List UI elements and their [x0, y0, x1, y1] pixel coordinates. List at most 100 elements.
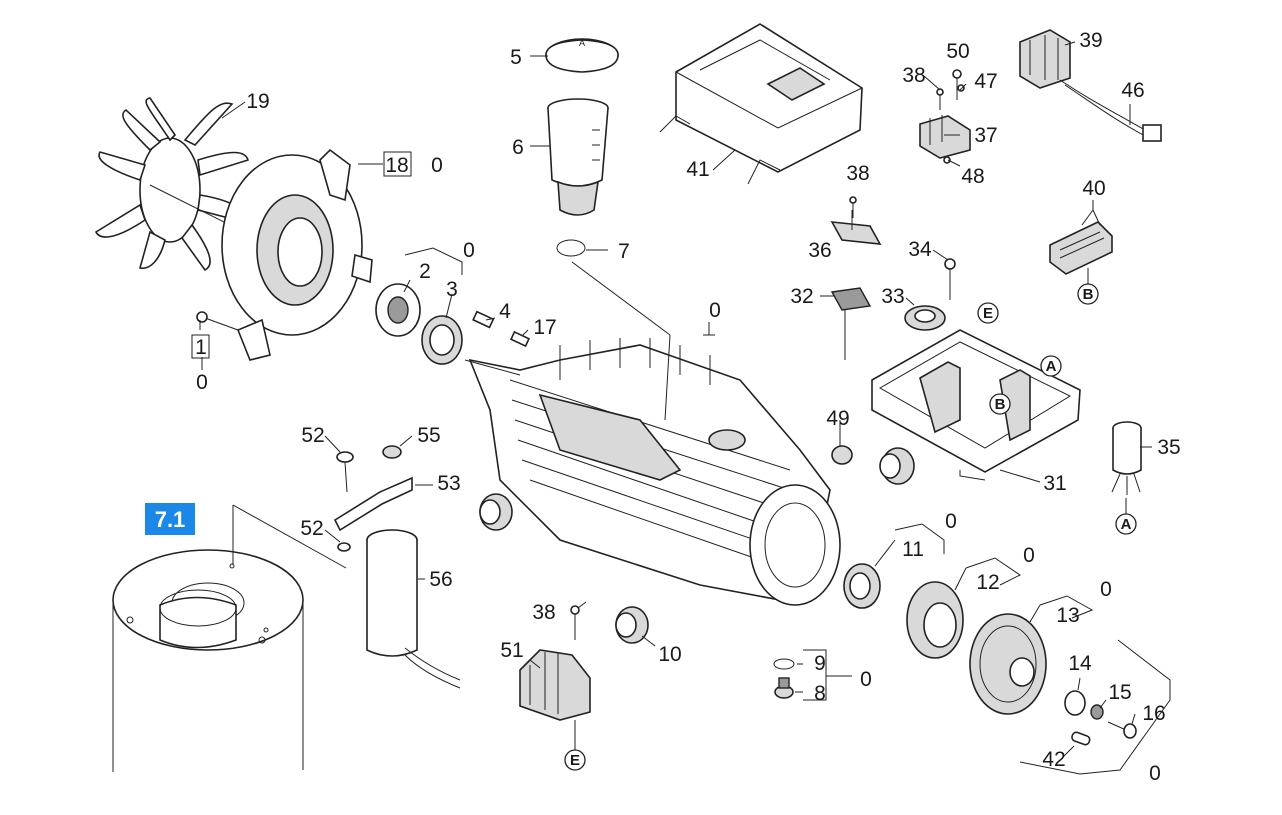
callout-16[interactable]: 16 [1142, 702, 1165, 725]
part-14-washer[interactable] [1064, 690, 1086, 716]
callout-8[interactable]: 8 [814, 682, 826, 705]
part-37-bracket[interactable] [919, 115, 971, 159]
part-39-relay[interactable] [1019, 29, 1071, 89]
callout-35[interactable]: 35 [1157, 436, 1180, 459]
callout-15[interactable]: 15 [1108, 681, 1131, 704]
callout-13[interactable]: 13 [1056, 604, 1079, 627]
part-46-cable[interactable] [1059, 79, 1162, 142]
callout-18-zero[interactable]: 0 [431, 154, 443, 177]
callout-53[interactable]: 53 [437, 472, 460, 495]
part-38-screw-bracket[interactable] [936, 88, 944, 110]
part-55-nut[interactable] [382, 445, 402, 459]
part-52-bolt[interactable] [336, 451, 354, 493]
callout-1-zero[interactable]: 0 [196, 371, 208, 394]
callout-18[interactable]: 18 [385, 154, 408, 177]
part-18-fan-housing[interactable] [221, 148, 373, 361]
part-3-ring[interactable] [421, 315, 463, 365]
callout-52-bolt[interactable]: 52 [301, 424, 324, 447]
part-10-plug-left[interactable] [479, 493, 513, 531]
part-7-o-ring[interactable] [556, 239, 586, 257]
callout-4[interactable]: 4 [499, 300, 511, 323]
part-38-screw-lower[interactable] [570, 605, 580, 640]
part-8-drain-plug[interactable] [774, 677, 794, 699]
callout-7[interactable]: 7 [618, 240, 630, 263]
part-1-screw[interactable] [196, 311, 239, 331]
highlight-badge-7-1[interactable]: 7.1 [145, 503, 195, 535]
callout-31[interactable]: 31 [1043, 472, 1066, 495]
callout-17[interactable]: 17 [533, 316, 556, 339]
part-51-terminal-block[interactable] [519, 649, 591, 721]
callout-42[interactable]: 42 [1042, 748, 1065, 771]
part-40-circuit-board[interactable] [1049, 221, 1113, 275]
part-31-terminal-box[interactable] [871, 329, 1081, 481]
part-48-washer[interactable] [943, 156, 951, 164]
callout-56[interactable]: 56 [429, 568, 452, 591]
part-17-key[interactable] [509, 330, 531, 348]
callout-12-zero[interactable]: 0 [1023, 544, 1035, 567]
part-2-bearing[interactable] [375, 283, 421, 337]
part-10-plug[interactable] [615, 606, 649, 644]
callout-39[interactable]: 39 [1079, 29, 1102, 52]
connector-b-box[interactable]: B [989, 393, 1011, 415]
callout-33[interactable]: 33 [881, 285, 904, 308]
part-5-cap[interactable]: A [545, 38, 619, 73]
part-12-bearing[interactable] [906, 581, 964, 659]
part-42-key[interactable] [1071, 731, 1091, 746]
part-52-washer[interactable] [337, 542, 351, 552]
callout-38-clamp[interactable]: 38 [846, 162, 869, 185]
part-16-screw[interactable] [1107, 721, 1137, 739]
connector-e-box[interactable]: E [977, 302, 999, 324]
callout-14[interactable]: 14 [1068, 652, 1092, 675]
callout-6[interactable]: 6 [512, 136, 524, 159]
callout-0-bearing[interactable]: 0 [463, 239, 475, 262]
part-49-plug[interactable] [831, 445, 853, 465]
part-56-capacitor[interactable] [366, 529, 461, 689]
callout-48[interactable]: 48 [961, 165, 984, 188]
part-35-capacitor[interactable] [1111, 421, 1142, 495]
callout-11[interactable]: 11 [902, 538, 924, 561]
motor-housing[interactable] [464, 338, 841, 606]
part-7-1-tank[interactable] [112, 549, 304, 772]
part-47-washer[interactable] [957, 84, 965, 92]
callout-36[interactable]: 36 [808, 239, 831, 262]
part-41-cover[interactable] [659, 23, 863, 185]
callout-19[interactable]: 19 [246, 90, 269, 113]
part-50-screw[interactable] [952, 69, 962, 100]
part-15-lockwasher[interactable] [1090, 704, 1104, 720]
callout-38-bracket[interactable]: 38 [902, 64, 925, 87]
part-13-pulley[interactable] [969, 613, 1047, 715]
part-9-o-ring[interactable] [773, 658, 795, 670]
callout-3[interactable]: 3 [446, 278, 458, 301]
callout-12[interactable]: 12 [976, 571, 999, 594]
part-34-screw[interactable] [944, 258, 956, 300]
callout-42-zero[interactable]: 0 [1149, 762, 1161, 785]
callout-51[interactable]: 51 [500, 639, 523, 662]
part-plug-right[interactable] [879, 447, 915, 485]
callout-9[interactable]: 9 [814, 652, 826, 675]
callout-11-zero[interactable]: 0 [945, 510, 957, 533]
connector-e-terminal[interactable]: E [564, 749, 586, 771]
part-36-clamp[interactable] [830, 221, 882, 245]
callout-10[interactable]: 10 [658, 643, 681, 666]
callout-38-terminal[interactable]: 38 [532, 601, 555, 624]
part-4-key[interactable] [472, 310, 495, 329]
callout-0-motor[interactable]: 0 [709, 299, 721, 322]
part-19-fan[interactable] [94, 97, 261, 272]
part-38-screw-upper[interactable] [849, 196, 857, 218]
callout-5[interactable]: 5 [510, 46, 522, 69]
callout-52-washer[interactable]: 52 [300, 517, 323, 540]
callout-50[interactable]: 50 [946, 40, 969, 63]
connector-b-board[interactable]: B [1077, 283, 1099, 305]
callout-40[interactable]: 40 [1082, 177, 1105, 200]
connector-a-capacitor[interactable]: A [1115, 513, 1137, 535]
part-33-grommet[interactable] [904, 305, 946, 331]
part-32-terminal-strip[interactable] [830, 287, 872, 311]
part-6-reservoir[interactable] [547, 98, 609, 216]
callout-8-zero[interactable]: 0 [860, 668, 872, 691]
callout-2[interactable]: 2 [419, 260, 431, 283]
callout-1[interactable]: 1 [195, 336, 207, 359]
callout-46[interactable]: 46 [1121, 79, 1144, 102]
part-53-bracket[interactable] [333, 476, 413, 532]
callout-37[interactable]: 37 [974, 124, 997, 147]
callout-49[interactable]: 49 [826, 407, 849, 430]
